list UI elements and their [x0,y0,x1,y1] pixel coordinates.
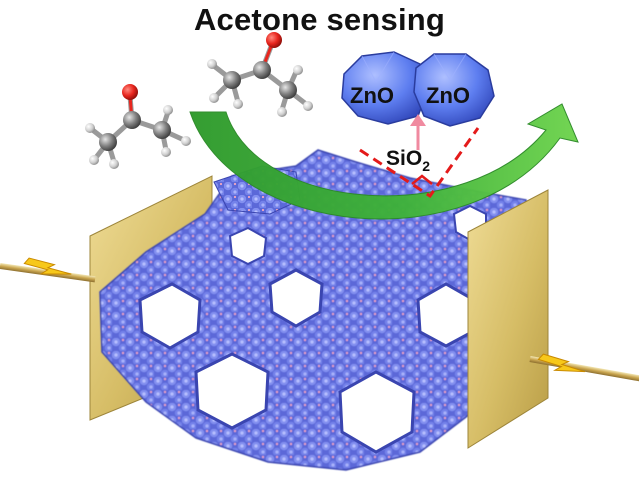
pore [194,352,270,430]
right-current-output [529,353,639,382]
left-current-input [0,257,96,283]
lightning-bolt-icon [23,257,72,275]
diagram-title: Acetone sensing [193,2,446,37]
pore [338,370,416,454]
zno-left-label: ZnO [350,83,394,108]
pore [268,268,324,328]
pore [228,226,268,266]
zno-right-label: ZnO [426,83,470,108]
zno-sio2-inset: ZnO ZnO SiO2 [341,51,495,199]
curved-green-arrow-icon [189,103,579,220]
sio2-label: SiO2 [386,147,430,174]
mof-framework [99,149,529,471]
lightning-bolt-icon [537,353,586,373]
sio2-pointer-arrow [410,114,426,150]
callout-dashed-lines [359,127,480,199]
acetone-molecule-icon [207,32,313,117]
right-electrode-plate [467,189,549,449]
zno-right-particle [413,53,495,127]
pore [138,282,202,350]
acetone-molecule-icon [85,84,191,169]
